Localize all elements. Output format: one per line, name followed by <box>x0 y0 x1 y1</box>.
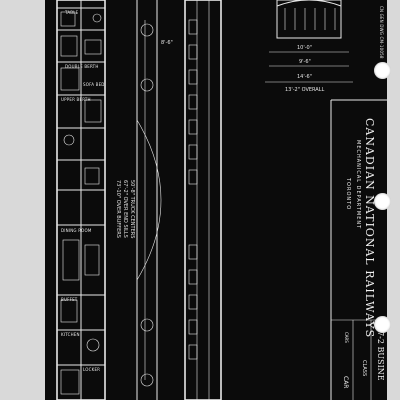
drawing-number: 67-2 BUSINE <box>376 326 385 381</box>
dim-over-buffers: 73'-10" OVER BUFFERS <box>115 180 121 238</box>
class-label: CLASS <box>361 360 367 377</box>
dim-over-end-sills: 67'-2" OVER END SILLS <box>122 180 128 238</box>
side-elevation <box>184 0 222 400</box>
floor-plan-outline <box>56 0 106 400</box>
dim-width-3: 14'-6" <box>297 74 313 80</box>
car-label: CAR <box>342 376 349 389</box>
blueprint-drawing: TABLE DOUBLE BERTH SOFA BED UPPER BERTH … <box>45 0 387 400</box>
room-label-double-berth: DOUBLE BERTH <box>65 64 99 69</box>
title-block-frame <box>330 99 387 400</box>
furniture-details <box>60 11 102 395</box>
drawing-reference: CN GEN DWG CM-10058 <box>379 6 384 59</box>
room-label-locker: LOCKER <box>83 367 101 372</box>
end-section-view <box>265 0 353 83</box>
punch-hole-top <box>374 62 391 79</box>
room-label-kitchen: KITCHEN <box>61 332 80 337</box>
punch-hole-bottom <box>374 316 391 333</box>
room-label-sofa-bed: SOFA BED <box>83 82 105 87</box>
department-name: MECHANICAL DEPARTMENT <box>355 140 361 230</box>
city-name: TORONTO <box>345 178 351 211</box>
room-label-table: TABLE <box>65 10 79 15</box>
dim-width-1: 10'-0" <box>297 45 313 51</box>
room-label-dining-room: DINING ROOM <box>61 228 92 233</box>
sheet-label: CARS <box>344 332 349 343</box>
dim-wheel-base: 8'-6" <box>161 40 173 46</box>
room-label-upper-berth: UPPER BERTH <box>61 97 91 102</box>
compartment-partitions <box>57 7 105 366</box>
dim-truck-centers: 50'-8" TRUCK CENTERS <box>129 180 135 239</box>
underframe-elevation <box>136 0 162 400</box>
company-name: CANADIAN NATIONAL RAILWAYS <box>363 118 376 339</box>
dim-overall: 13'-2" OVERALL <box>285 87 325 93</box>
punch-hole-middle <box>374 193 391 210</box>
dim-width-2: 9'-6" <box>299 59 311 65</box>
room-label-buffet: BUFFET <box>61 297 78 302</box>
blueprint-linework <box>56 0 387 400</box>
